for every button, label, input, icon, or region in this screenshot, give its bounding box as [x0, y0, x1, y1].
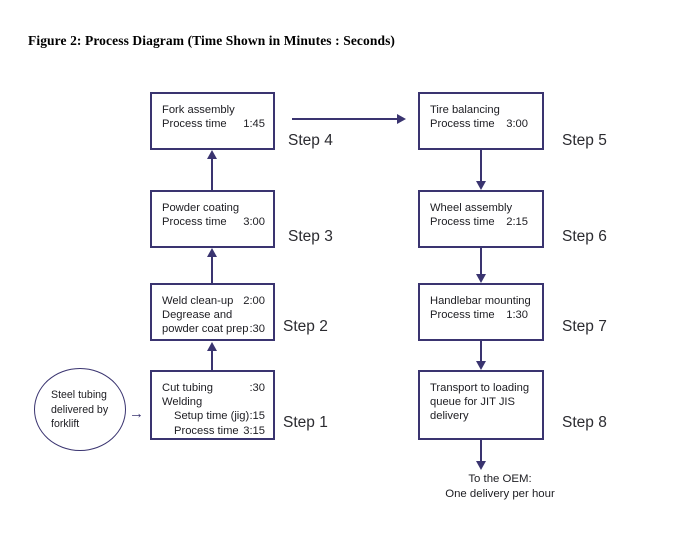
step-8-line-1: Transport to loading: [430, 381, 536, 395]
step-2-line-2: Degrease and: [162, 308, 267, 322]
step-1-line-1-time: :30: [249, 382, 265, 394]
arrow-step3-to-step4: [207, 150, 217, 190]
step-8-line-2: queue for JIT JIS: [430, 395, 536, 409]
step-2-line-3-time: :30: [249, 323, 265, 336]
step-8-line-2-text: queue for JIT JIS: [430, 396, 515, 409]
step-4-line-2: Process time 1:45: [162, 117, 267, 131]
step-label-step-5: Step 5: [562, 132, 607, 149]
step-1-line-1: Cut tubing :30: [162, 381, 267, 395]
step-5-line-2-text: Process time: [430, 118, 495, 131]
step-2-line-2-text: Degrease and: [162, 309, 233, 322]
arrow-step8-to-oem: [476, 440, 486, 470]
step-5-line-2-time: 3:00: [506, 118, 528, 131]
source-oval-lines: Steel tubing delivered by forklift: [51, 388, 108, 432]
step-6-line-2-time: 2:15: [506, 216, 528, 229]
arrow-step6-to-step7: [476, 248, 486, 283]
step-2-line-1: Weld clean-up 2:00: [162, 294, 267, 308]
step-1-line-3-time: :15: [249, 410, 265, 423]
step-3-line-1: Powder coating: [162, 201, 267, 215]
step-6-line-1: Wheel assembly: [430, 201, 536, 215]
step-6-line-2: Process time 2:15: [430, 215, 536, 229]
arrow-step1-to-step2: [207, 342, 217, 370]
step-3-line-2-time: 3:00: [243, 216, 265, 229]
step-2-line-1-text: Weld clean-up: [162, 295, 234, 307]
step-3-line-1-text: Powder coating: [162, 202, 240, 214]
arrow-source-to-step1: →: [129, 405, 144, 422]
step-label-step-7: Step 7: [562, 318, 607, 335]
step-1-line-3: Setup time (jig):15: [162, 409, 267, 423]
step-2-line-1-time: 2:00: [243, 295, 265, 307]
arrow-step7-to-step8: [476, 341, 486, 370]
arrow-step4-to-step5: [292, 114, 406, 124]
arrow-step5-to-step6: [476, 150, 486, 190]
source-oval-steel-tubing[interactable]: Steel tubing delivered by forklift: [34, 368, 126, 451]
step-label-step-1: Step 1: [283, 414, 328, 431]
step-1-line-4-time: 3:15: [243, 424, 265, 437]
step-8-line-3-text: delivery: [430, 410, 469, 423]
step-8-line-1-text: Transport to loading: [430, 382, 530, 394]
step-6-line-1-text: Wheel assembly: [430, 202, 513, 214]
step-1-line-4-text: Process time: [174, 424, 239, 437]
step-4-line-1: Fork assembly: [162, 103, 267, 117]
step-7-line-1-text: Handlebar mounting: [430, 295, 531, 307]
step-label-step-3: Step 3: [288, 228, 333, 245]
oem-note-line-2: One delivery per hour: [445, 488, 555, 500]
step-3-line-2-text: Process time: [162, 216, 227, 229]
step-8-line-3: delivery: [430, 409, 536, 423]
step-4-line-2-text: Process time: [162, 118, 227, 131]
step-3-line-2: Process time 3:00: [162, 215, 267, 229]
source-oval-line-1: Steel tubing: [51, 389, 107, 401]
step-7-line-1: Handlebar mounting: [430, 294, 536, 308]
step-label-step-4: Step 4: [288, 132, 333, 149]
step-1-line-4: Process time 3:15: [162, 424, 267, 438]
step-label-step-6: Step 6: [562, 228, 607, 245]
step-7-line-2-time: 1:30: [506, 309, 528, 322]
step-4-line-2-time: 1:45: [243, 118, 265, 131]
step-7-line-2-text: Process time: [430, 309, 495, 322]
step-2-line-3: powder coat prep:30: [162, 322, 267, 336]
step-1-line-2-text: Welding: [162, 396, 203, 409]
arrow-step2-to-step3: [207, 248, 217, 283]
step-label-step-2: Step 2: [283, 318, 328, 335]
source-oval-line-2: delivered by: [51, 403, 109, 416]
oem-delivery-note: To the OEM: One delivery per hour: [420, 472, 580, 502]
step-4-line-1-text: Fork assembly: [162, 104, 235, 116]
step-5-line-2: Process time 3:00: [430, 117, 536, 131]
step-2-line-3-text: powder coat prep: [162, 323, 249, 336]
step-1-line-1-text: Cut tubing: [162, 382, 213, 394]
step-5-line-1: Tire balancing: [430, 103, 536, 117]
step-1-line-2: Welding: [162, 395, 267, 409]
source-oval-line-3: forklift: [51, 418, 80, 430]
step-6-line-2-text: Process time: [430, 216, 495, 229]
figure-title: Figure 2: Process Diagram (Time Shown in…: [28, 33, 396, 48]
step-5-line-1-text: Tire balancing: [430, 104, 500, 116]
step-label-step-8: Step 8: [562, 414, 607, 431]
step-7-line-2: Process time 1:30: [430, 308, 536, 322]
step-1-line-3-text: Setup time (jig): [174, 410, 250, 423]
oem-note-line-1: To the OEM:: [468, 473, 532, 485]
